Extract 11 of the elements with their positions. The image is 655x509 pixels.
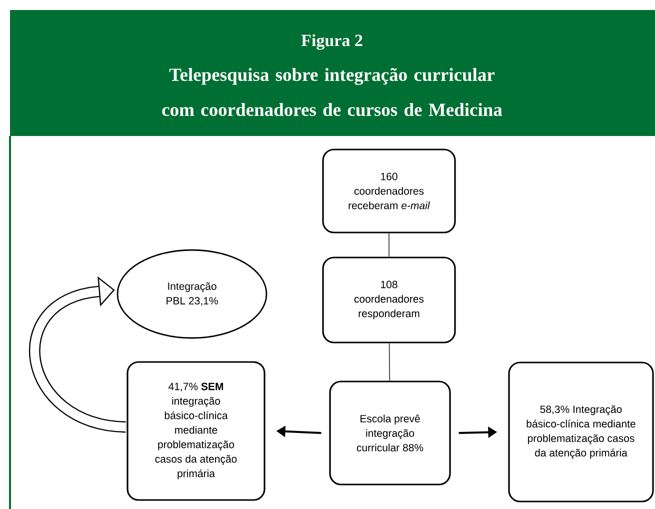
process-box: 58,3% Integração básico-clínica mediante problematização casos da atenção primária	[508, 362, 654, 502]
process-box: 41,7% SEM integração básico-clínica mediante problematização casos da atenção primária	[126, 361, 266, 501]
process-box: Escola prevê integração curricular 88%	[329, 380, 451, 486]
arrow	[29, 276, 126, 433]
title: Telepesquisa sobre integração curricular com coordenadores de cursos de Medicina	[162, 68, 502, 116]
connector-line	[388, 232, 390, 258]
connector-line	[388, 342, 390, 382]
ellipse-node: Integração PBL 23,1%	[116, 249, 268, 339]
figure-number: Figura 2	[301, 34, 362, 50]
process-box: 160 coordenadores receberam e-mail	[322, 148, 456, 234]
process-box: 108 coordenadores responderam	[322, 256, 456, 344]
